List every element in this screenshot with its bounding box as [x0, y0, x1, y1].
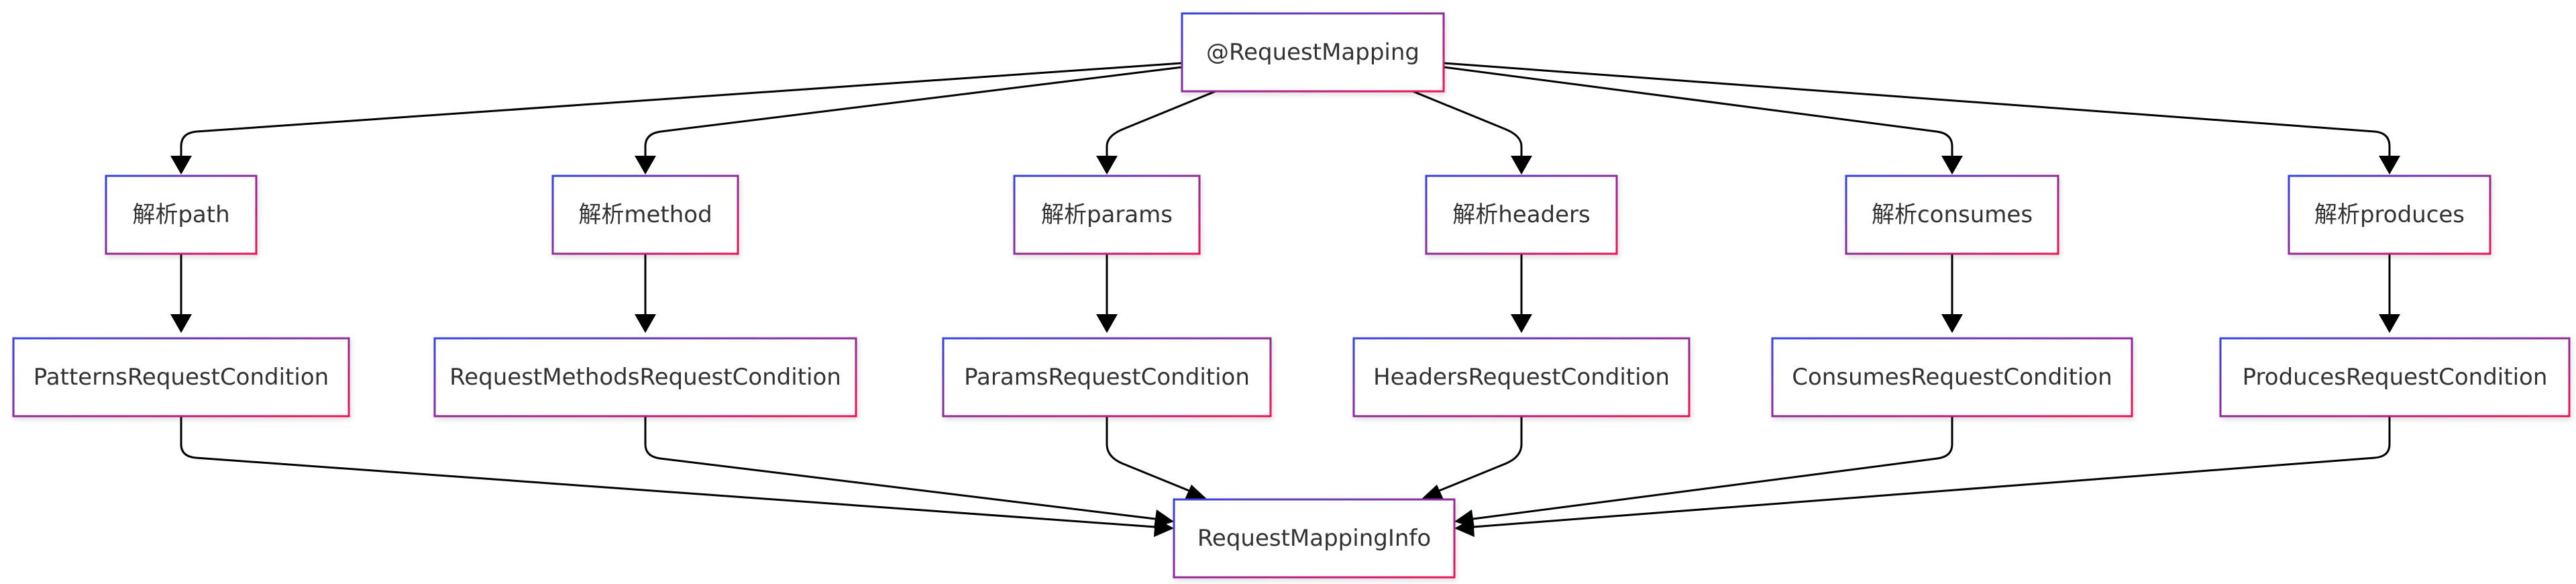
node-request-mapping-info[interactable]: RequestMappingInfo — [1173, 498, 1456, 579]
arrowhead — [1185, 485, 1209, 501]
edge-root-to-parse-method — [644, 66, 1183, 156]
node-label: HeadersRequestCondition — [1373, 364, 1670, 391]
node-label: @RequestMapping — [1206, 39, 1419, 66]
node-label: ProducesRequestCondition — [2243, 364, 2548, 391]
arrowhead — [170, 156, 192, 175]
node-produces-request-condition[interactable]: ProducesRequestCondition — [2219, 337, 2571, 418]
edges-condition-to-result — [180, 416, 2391, 537]
edge-root-to-parse-consumes — [1443, 66, 1953, 156]
arrowhead — [1096, 314, 1118, 333]
arrowhead — [1454, 518, 1474, 537]
node-parse-produces[interactable]: 解析produces — [2288, 175, 2491, 255]
node-label: 解析consumes — [1872, 201, 2033, 228]
edges-root-to-parse — [170, 62, 2400, 175]
edge-headers-to-result — [1434, 416, 1523, 494]
edge-root-to-parse-path — [180, 62, 1183, 156]
arrowhead — [1511, 314, 1532, 333]
node-label: PatternsRequestCondition — [34, 364, 329, 391]
node-label: 解析headers — [1452, 201, 1591, 228]
arrowhead — [1941, 156, 1963, 175]
node-request-mapping[interactable]: @RequestMapping — [1181, 12, 1445, 93]
node-parse-consumes[interactable]: 解析consumes — [1845, 175, 2059, 255]
arrowhead — [1096, 156, 1118, 175]
node-parse-path[interactable]: 解析path — [105, 175, 258, 255]
node-label: 解析params — [1041, 201, 1173, 228]
node-label: 解析path — [132, 201, 229, 228]
node-parse-headers[interactable]: 解析headers — [1425, 175, 1618, 255]
node-label: RequestMethodsRequestCondition — [449, 364, 841, 391]
arrowhead — [1154, 509, 1174, 528]
arrowhead — [2379, 314, 2400, 333]
edge-root-to-parse-headers — [1412, 90, 1523, 156]
edge-params-to-result — [1106, 416, 1195, 494]
node-label: ConsumesRequestCondition — [1792, 364, 2112, 391]
edge-root-to-parse-produces — [1443, 62, 2391, 156]
edge-patterns-to-result — [180, 416, 1156, 528]
node-headers-request-condition[interactable]: HeadersRequestCondition — [1352, 337, 1690, 418]
arrowhead — [2379, 156, 2400, 175]
node-parse-method[interactable]: 解析method — [551, 175, 739, 255]
edge-methods-to-result — [644, 416, 1156, 520]
arrowhead — [1419, 485, 1444, 501]
arrowhead — [170, 314, 192, 333]
node-parse-params[interactable]: 解析params — [1013, 175, 1201, 255]
arrowhead — [635, 156, 656, 175]
node-consumes-request-condition[interactable]: ConsumesRequestCondition — [1771, 337, 2133, 418]
node-patterns-request-condition[interactable]: PatternsRequestCondition — [12, 337, 350, 418]
arrowhead — [635, 314, 656, 333]
node-params-request-condition[interactable]: ParamsRequestCondition — [942, 337, 1272, 418]
node-label: 解析produces — [2314, 201, 2465, 228]
edge-root-to-parse-params — [1106, 90, 1216, 156]
node-label: RequestMappingInfo — [1197, 525, 1431, 552]
edges-parse-to-condition — [170, 254, 2400, 333]
node-label: ParamsRequestCondition — [964, 364, 1250, 391]
node-request-methods-request-condition[interactable]: RequestMethodsRequestCondition — [433, 337, 857, 418]
edge-consumes-to-result — [1472, 416, 1953, 520]
edge-produces-to-result — [1472, 416, 2391, 528]
arrowhead — [1941, 314, 1963, 333]
arrowhead — [1511, 156, 1532, 175]
node-label: 解析method — [578, 201, 712, 228]
